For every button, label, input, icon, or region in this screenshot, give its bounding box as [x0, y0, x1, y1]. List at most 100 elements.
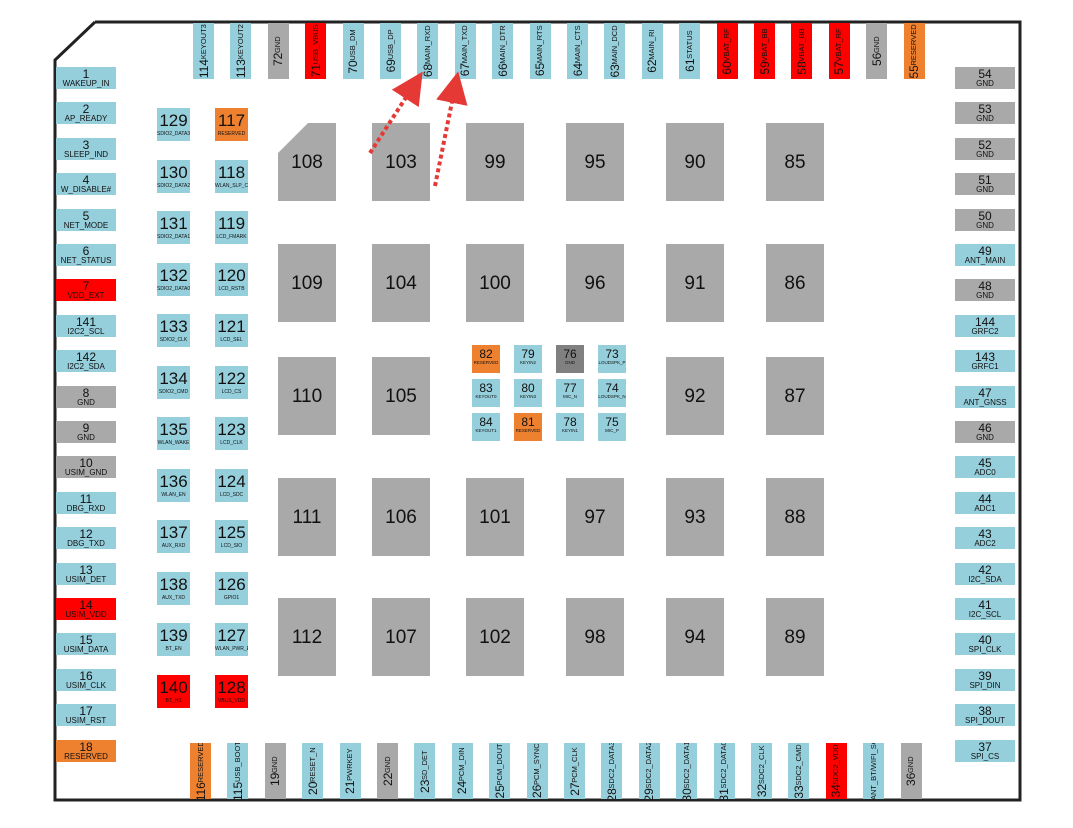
pin-label: SDIO2_CLK: [159, 337, 188, 343]
pin-label: SDIO2_DATA2: [157, 182, 190, 189]
pin-label: LCD_SDC: [219, 491, 244, 498]
pin-label: MAIN_RTS: [534, 25, 544, 64]
pad-111: 111: [278, 478, 336, 556]
pin-number: 126: [217, 574, 246, 594]
pad-86: 86: [766, 244, 824, 322]
pin-label: SDC2_DATA0: [718, 743, 728, 788]
pin-label: SPI_CLK: [968, 645, 1002, 655]
pin-number: 84: [479, 415, 493, 429]
pin-label: GPIO1: [223, 594, 240, 601]
pad-number: 95: [584, 151, 606, 173]
pin-number: 29: [642, 787, 657, 799]
pin-label: USB_DP: [385, 29, 395, 60]
pin-label: SDC2_DATA1: [681, 743, 691, 788]
pin-label: W_DISABLE#: [60, 185, 112, 195]
pad-number: 104: [385, 272, 417, 294]
pin-label: PCM_DOUT: [494, 743, 504, 786]
pin-label: SDC2_CLK: [756, 744, 766, 784]
pin-label: I2C2_SDA: [67, 362, 105, 372]
pin-number: 17: [79, 704, 93, 719]
pin-number: 13: [79, 562, 93, 577]
pad-110: 110: [278, 357, 336, 435]
pin-number: 128: [217, 677, 246, 697]
pin-label: VBUS_VDD: [218, 697, 245, 704]
pin-label: ADC0: [974, 468, 996, 478]
pin-label: I2C_SCL: [968, 610, 1002, 619]
pin-label: GND: [382, 755, 392, 773]
pin-label: GND: [976, 185, 994, 195]
pin-label: AP_READY: [64, 114, 108, 124]
pin-number: 53: [978, 102, 992, 117]
pad-99: 99: [466, 123, 524, 201]
pin-label: MAIN_CTS: [572, 25, 582, 64]
pin-number: 42: [978, 562, 992, 577]
pad-number: 112: [291, 626, 323, 648]
pad-91: 91: [666, 244, 724, 322]
pin-label: RESERVED: [217, 131, 246, 137]
pin-label: VDD_EXT: [67, 291, 105, 301]
pin-label: ADC2: [974, 539, 996, 549]
pin-number: 25: [492, 785, 507, 799]
pin-number: 54: [978, 67, 992, 81]
pin-label: KEYOUT1: [475, 428, 497, 433]
pin-number: 66: [495, 63, 510, 77]
pin-label: PCM_DIN: [457, 747, 467, 782]
pin-label: MAIN_DCD: [609, 24, 619, 64]
pin-number: 58: [794, 60, 809, 75]
pad-number: 90: [684, 151, 706, 173]
pin-number: 20: [305, 781, 320, 795]
pin-label: USIM_GND: [64, 468, 108, 478]
pin-label: SLEEP_IND: [63, 149, 109, 159]
pin-number: 3: [82, 137, 90, 152]
pin-number: 31: [717, 787, 732, 799]
pin-label: DBG_TXD: [67, 539, 105, 549]
pin-label: KEYIN3: [519, 394, 536, 399]
pin-label: I2C_SDA: [968, 574, 1002, 584]
pad-number: 102: [479, 626, 511, 648]
pin-number: 139: [159, 626, 188, 645]
pin-number: 78: [563, 415, 577, 429]
pin-number: 119: [217, 214, 246, 233]
pad-number: 100: [479, 272, 511, 294]
pin-label: LOUDSPK_P: [598, 360, 626, 365]
